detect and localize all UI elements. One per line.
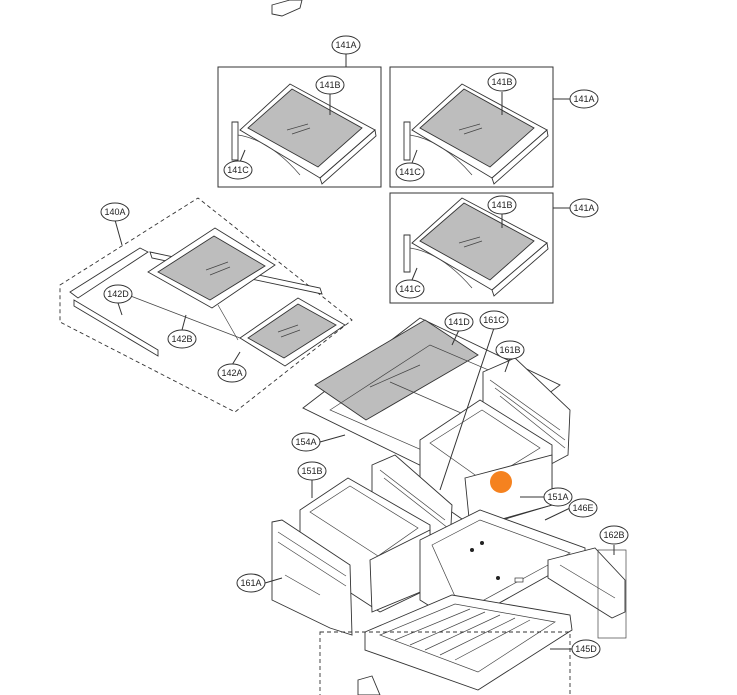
- callout-142d: 142D: [103, 284, 133, 304]
- callout-151b: 151B: [297, 461, 327, 481]
- callout-141a-right2: 141A: [569, 198, 599, 218]
- callout-text: 141C: [399, 284, 421, 294]
- callout-141c-2: 141C: [395, 162, 425, 182]
- callout-145d: 145D: [571, 639, 601, 659]
- callout-text: 141B: [491, 200, 512, 210]
- callout-text: 151B: [301, 466, 322, 476]
- callout-text: 141A: [573, 203, 594, 213]
- left-side-rail: [271, 519, 353, 636]
- callout-161a: 161A: [236, 573, 266, 593]
- callout-141a-right1: 141A: [569, 89, 599, 109]
- shelf-assembly-box-1: [217, 53, 382, 188]
- crisper-cover: [302, 317, 561, 476]
- shelf-assembly-box-3: [389, 192, 570, 304]
- right-base-rail: [547, 547, 627, 639]
- callout-text: 140A: [104, 207, 125, 217]
- callout-154a: 154A: [291, 432, 321, 452]
- callout-142b: 142B: [167, 329, 197, 349]
- bottom-pan: [319, 594, 573, 695]
- callout-text: 141C: [399, 167, 421, 177]
- callout-141c-1: 141C: [223, 160, 253, 180]
- callout-text: 141A: [335, 40, 356, 50]
- callout-text: 141A: [573, 94, 594, 104]
- callout-text: 145D: [575, 644, 597, 654]
- callout-text: 142D: [107, 289, 129, 299]
- callout-140a: 140A: [100, 202, 130, 222]
- callout-text: 141B: [491, 77, 512, 87]
- highlight-marker: [490, 471, 512, 493]
- split-shelf-assembly: [59, 197, 353, 413]
- callout-text: 161B: [499, 345, 520, 355]
- right-side-rail: [482, 357, 571, 471]
- callout-151a: 151A: [543, 487, 573, 507]
- callout-141b-2: 141B: [487, 72, 517, 92]
- right-crisper-drawer: [419, 399, 553, 529]
- top-partial-part: [271, 0, 303, 17]
- callout-text: 142A: [221, 368, 242, 378]
- callout-labels: 141A 141B 141C 141B 141A 141C 141B 141A 141C 140A…: [100, 35, 629, 659]
- callout-162b: 162B: [599, 525, 629, 545]
- callout-141b-1: 141B: [315, 75, 345, 95]
- callout-141c-3: 141C: [395, 279, 425, 299]
- shelf-assembly-box-2: [389, 66, 570, 188]
- callout-text: 141D: [448, 317, 470, 327]
- callout-text: 141B: [319, 80, 340, 90]
- callout-text: 146E: [572, 503, 593, 513]
- callout-141d: 141D: [444, 312, 474, 332]
- callout-text: 141C: [227, 165, 249, 175]
- callout-161b-right: 161B: [495, 340, 525, 360]
- callout-text: 154A: [295, 437, 316, 447]
- callout-text: 161C: [483, 315, 505, 325]
- callout-text: 161A: [240, 578, 261, 588]
- callout-text: 142B: [171, 334, 192, 344]
- callout-141b-3: 141B: [487, 195, 517, 215]
- callout-146e: 146E: [568, 498, 598, 518]
- callout-142a: 142A: [217, 363, 247, 383]
- callout-text: 162B: [603, 530, 624, 540]
- callout-text: 151A: [547, 492, 568, 502]
- leader-lines: [117, 92, 615, 650]
- callout-161c: 161C: [479, 310, 509, 330]
- callout-141a-top: 141A: [331, 35, 361, 55]
